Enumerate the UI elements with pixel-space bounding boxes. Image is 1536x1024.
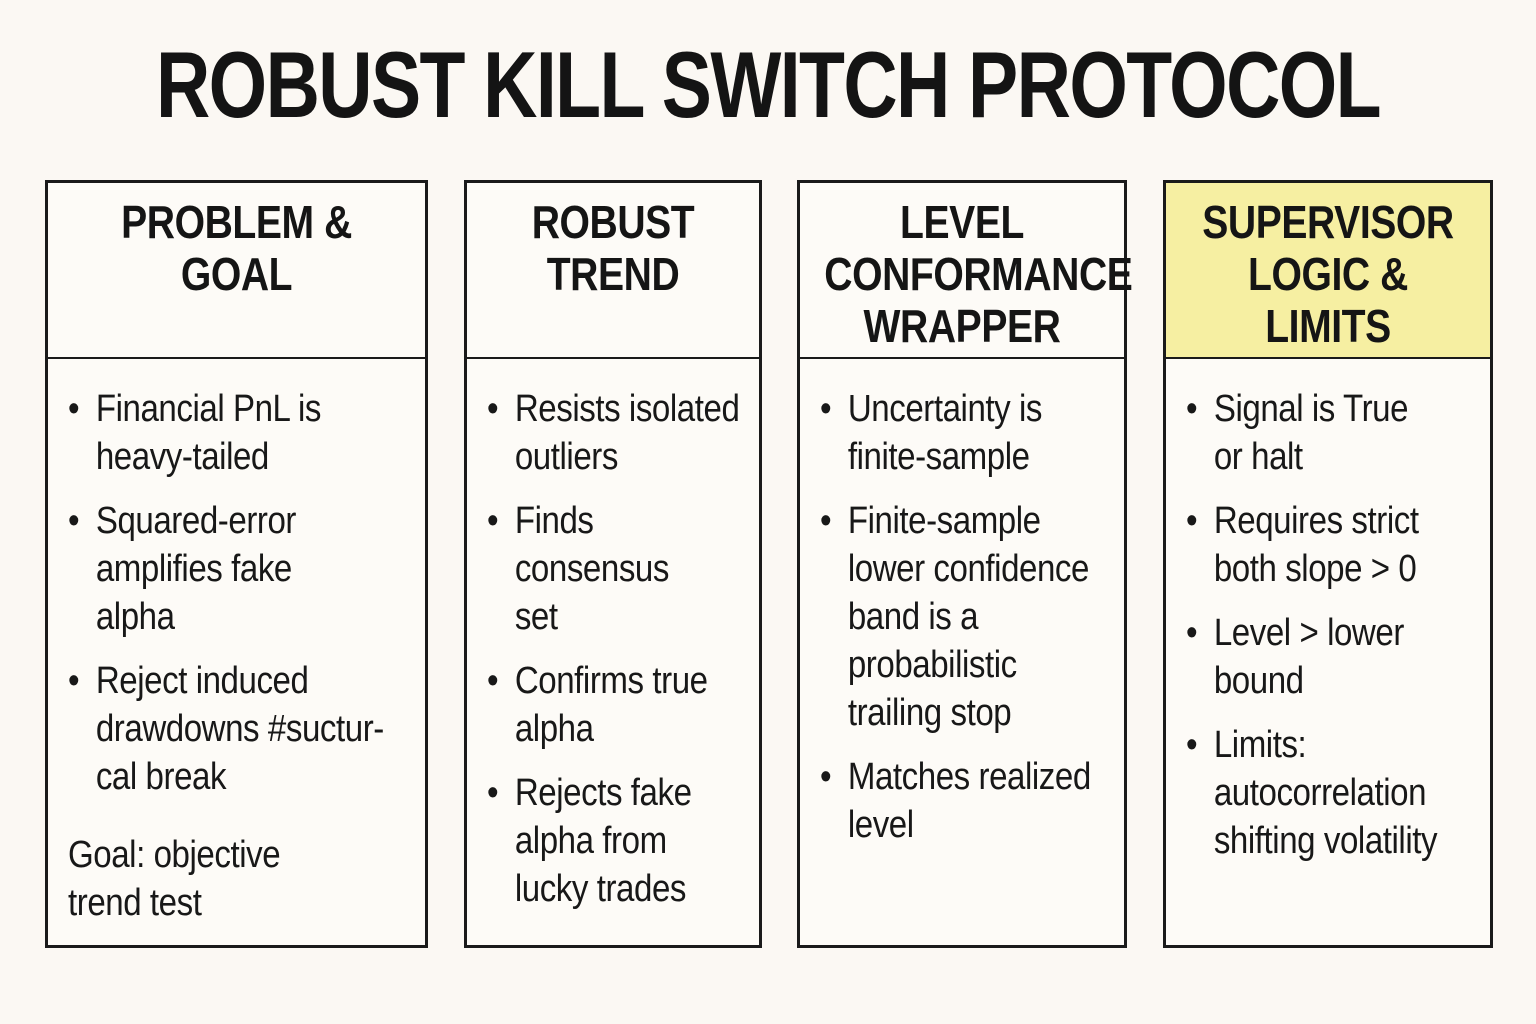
bullet-marker-icon: • [486, 388, 499, 430]
column-robust-trend: ROBUST TREND • Resists isolated outliers • F… [463, 180, 762, 948]
bullet-item: • Finds consensus set [487, 497, 755, 641]
bullet-item: • Resists isolated outliers [487, 385, 755, 481]
bullet-item: • Matches realized level [820, 753, 1120, 849]
bullet-text: Finds consensus set [514, 500, 669, 638]
bullet-text: Limits: autocorrelation shifting volatil… [1213, 724, 1438, 862]
bullet-marker-icon: • [820, 756, 832, 798]
bullet-text: Requires strict both slope > 0 [1213, 500, 1419, 590]
column-body: • Financial PnL is heavy-tailed • Squared-e… [48, 359, 425, 945]
bullet-text: Squared-error amplifies fake alpha [95, 500, 297, 638]
bullet-marker-icon: • [820, 500, 832, 542]
bullet-item: • Financial PnL is heavy-tailed [68, 385, 421, 481]
bullet-marker-icon: • [486, 772, 499, 814]
bullet-text: Signal is True or halt [1213, 388, 1409, 478]
bullet-text: Level > lower bound [1213, 612, 1405, 702]
bullet-item: • Uncertainty is finite-sample [820, 385, 1120, 481]
bullet-text: Resists isolated outliers [514, 388, 740, 478]
column-header-label: ROBUST TREND [531, 196, 694, 300]
column-body: • Uncertainty is finite-sample • Finite-sam… [800, 359, 1124, 945]
bullet-marker-icon: • [486, 500, 499, 542]
column-problem-goal: PROBLEM & GOAL • Financial PnL is heavy-ta… [45, 180, 428, 948]
column-header: PROBLEM & GOAL [48, 183, 425, 359]
column-supervisor-logic-limits: SUPERVISOR LOGIC & LIMITS•Signal is True… [1162, 180, 1493, 948]
bullet-text: Finite-sample lower confidence band is a… [848, 500, 1090, 734]
column-body: • Resists isolated outliers • Finds consens… [467, 359, 759, 945]
page-title: ROBUST KILL SWITCH PROTOCOL [155, 32, 1382, 137]
column-level-conformance-wrapper: LEVEL CONFORMANCE WRAPPER • Uncertainty is… [797, 180, 1134, 948]
bullet-item: • Level > lower bound [1186, 609, 1486, 705]
column-footer-note: Goal: objective trend test [68, 834, 281, 924]
column-header: ROBUST TREND [466, 183, 759, 359]
bullet-item: • Rejects fake alpha from lucky trades [487, 769, 755, 913]
bullet-item: • Confirms true alpha [487, 657, 755, 753]
columns-container: PROBLEM & GOAL • Financial PnL is heavy-ta… [45, 180, 1493, 948]
bullet-item: • Requires strict both slope > 0 [1186, 497, 1486, 593]
bullet-item: • Signal is True or halt [1186, 385, 1486, 481]
bullet-item: • Finite-sample lower confidence band is … [820, 497, 1120, 737]
bullet-text: Reject induced drawdowns #suctur- cal br… [95, 660, 384, 798]
bullet-item: • Limits: autocorrelation shifting volati… [1186, 721, 1486, 865]
column-header: SUPERVISOR LOGIC & LIMITS [1165, 183, 1490, 359]
bullet-marker-icon: • [1185, 388, 1198, 430]
bullet-marker-icon: • [68, 500, 80, 542]
column-body: • Signal is True or halt • Requires strict … [1166, 359, 1490, 945]
bullet-text: Uncertainty is finite-sample [848, 388, 1043, 478]
bullet-text: Rejects fake alpha from lucky trades [514, 772, 692, 910]
bullet-marker-icon: • [68, 388, 80, 430]
bullet-text: Confirms true alpha [514, 660, 708, 750]
column-header-label: PROBLEM & GOAL [121, 196, 352, 300]
column-header-label: LEVEL CONFORMANCE WRAPPER [824, 196, 1134, 352]
bullet-text: Financial PnL is heavy-tailed [95, 388, 322, 478]
bullet-marker-icon: • [1185, 724, 1198, 766]
bullet-marker-icon: • [486, 660, 499, 702]
bullet-marker-icon: • [1185, 500, 1198, 542]
column-header-label: SUPERVISOR LOGIC & LIMITS [1202, 196, 1454, 352]
bullet-item: • Squared-error amplifies fake alpha [68, 497, 421, 641]
bullet-marker-icon: • [820, 388, 832, 430]
column-header: LEVEL CONFORMANCE WRAPPER [800, 183, 1134, 359]
bullet-marker-icon: • [68, 660, 80, 702]
bullet-item: • Reject induced drawdowns #suctur- cal b… [68, 657, 421, 801]
bullet-marker-icon: • [1185, 612, 1198, 654]
bullet-text: Matches realized level [848, 756, 1092, 846]
